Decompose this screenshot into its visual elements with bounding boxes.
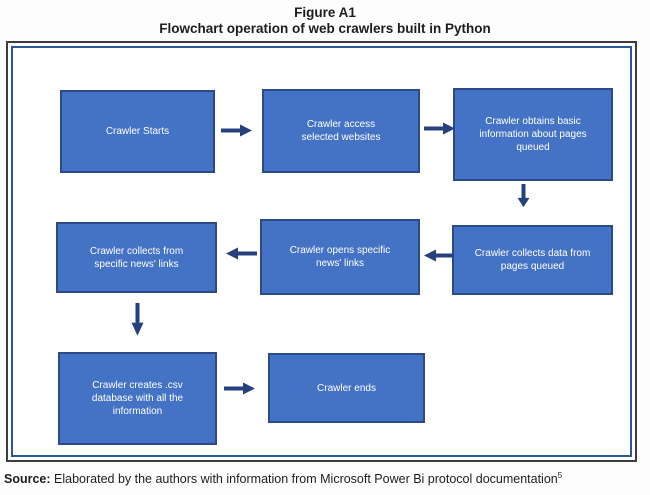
arrow-left-icon: [226, 247, 257, 260]
node-label: Crawler creates .csv database with all t…: [91, 380, 184, 417]
node-crawler-obtains-info: Crawler obtains basic information about …: [453, 88, 613, 181]
node-label: Crawler collects data from pages queued: [474, 248, 591, 272]
arrow-down-icon: [517, 184, 530, 208]
source-footnote-marker: 5: [557, 471, 563, 480]
node-crawler-collects-from-links: Crawler collects from specific news' lin…: [56, 222, 217, 293]
node-label: Crawler ends: [317, 382, 376, 394]
figure-title: Figure A1 Flowchart operation of web cra…: [0, 5, 650, 37]
node-crawler-ends: Crawler ends: [268, 353, 425, 423]
node-crawler-starts: Crawler Starts: [60, 90, 215, 173]
arrow-right-icon: [424, 122, 455, 135]
node-crawler-collects-data: Crawler collects data from pages queued: [452, 225, 613, 295]
source-note: Source: Elaborated by the authors with i…: [4, 468, 650, 487]
flowchart-frame-inner: [11, 46, 632, 457]
node-crawler-access-websites: Crawler access selected websites: [262, 89, 420, 173]
node-label: Crawler obtains basic information about …: [479, 116, 587, 153]
node-label: Crawler Starts: [105, 126, 170, 137]
node-label: Crawler collects from specific news' lin…: [89, 245, 184, 270]
source-text: Elaborated by the authors with informati…: [50, 472, 558, 487]
figure-number: Figure A1: [294, 5, 356, 20]
figure-caption: Flowchart operation of web crawlers buil…: [159, 21, 491, 36]
node-label: Crawler opens specific news' links: [289, 245, 391, 269]
arrow-right-icon: [221, 124, 252, 137]
arrow-right-icon: [224, 382, 255, 395]
arrow-left-icon: [424, 249, 453, 262]
source-label: Source:: [4, 472, 51, 487]
node-crawler-creates-csv: Crawler creates .csv database with all t…: [58, 352, 217, 445]
arrow-down-icon: [131, 303, 144, 336]
node-label: Crawler access selected websites: [301, 119, 381, 143]
node-crawler-opens-links: Crawler opens specific news' links: [260, 219, 420, 295]
